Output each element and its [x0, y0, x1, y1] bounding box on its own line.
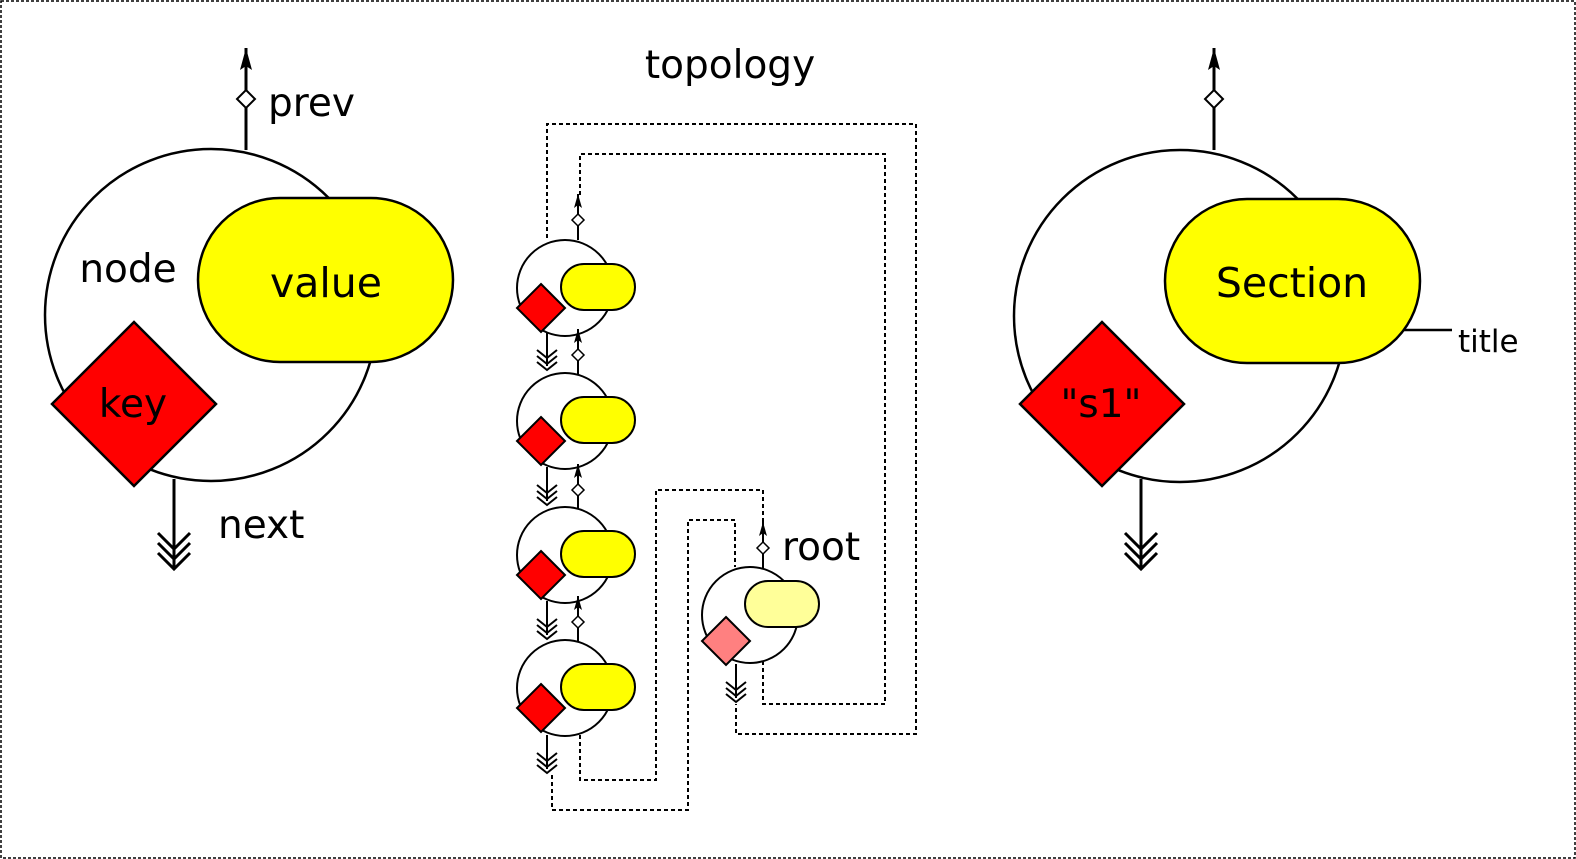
chain-node-1: [516, 194, 636, 371]
section-label: Section: [1216, 259, 1368, 307]
root-value-pill: [744, 580, 820, 628]
link-inner: [579, 153, 886, 705]
node-legend: node value key prev next: [43, 48, 455, 571]
key-label: key: [99, 382, 167, 427]
link-outer: [546, 123, 917, 735]
chain-node-3: [516, 464, 636, 640]
prev-connector: [237, 48, 255, 150]
topology-title: topology: [645, 43, 815, 88]
root-node: root: [700, 522, 860, 703]
node-label: node: [79, 247, 176, 292]
chain-node-2: [516, 329, 636, 506]
title-label: title: [1458, 324, 1519, 360]
s1-diamond: [1018, 320, 1186, 488]
value-pill: [196, 196, 455, 364]
next-connector: [156, 477, 192, 571]
root-label: root: [782, 525, 860, 570]
next-label: next: [218, 503, 304, 548]
instance-diagram: Section "s1" title: [1012, 48, 1519, 571]
chain-node-4: [516, 596, 636, 774]
topology-diagram: topology: [516, 43, 917, 811]
s1-label: "s1": [1060, 382, 1141, 427]
prev-label: prev: [268, 81, 355, 126]
section-pill: [1163, 197, 1422, 365]
value-label: value: [270, 259, 382, 307]
root-key-diamond: [700, 615, 752, 667]
key-diamond: [50, 320, 218, 488]
link-lines: [546, 123, 917, 811]
link-root-prev: [579, 489, 764, 781]
link-root-up: [551, 519, 736, 811]
